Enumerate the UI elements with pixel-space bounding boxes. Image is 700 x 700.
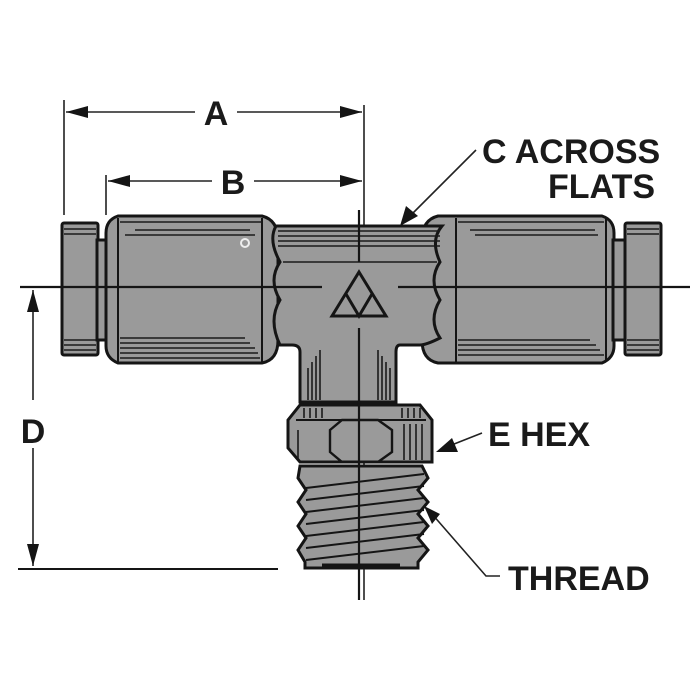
right-collet (623, 221, 663, 357)
arrow-icon (424, 506, 440, 524)
right-neck (611, 238, 627, 342)
arrow-left-icon (108, 175, 130, 187)
callout-c: C ACROSS FLATS (400, 133, 660, 226)
dimension-b: B (105, 164, 362, 215)
label-a: A (204, 95, 229, 133)
label-thread: THREAD (508, 560, 650, 598)
arrow-icon (400, 206, 418, 226)
fitting-body (60, 214, 663, 570)
arrow-right-icon (340, 106, 362, 118)
label-b: B (221, 164, 246, 202)
arrow-icon (436, 438, 458, 452)
arrow-right-icon (340, 175, 362, 187)
triangle-logo (329, 269, 389, 319)
rivet-dot (240, 238, 250, 248)
arrow-down-icon (27, 544, 39, 566)
label-c-line2: FLATS (548, 168, 655, 206)
label-e-hex: E HEX (488, 416, 590, 454)
arrow-left-icon (66, 106, 88, 118)
right-nut (420, 214, 616, 365)
left-collet (60, 221, 100, 357)
callout-e: E HEX (436, 416, 590, 454)
centerlines (20, 210, 690, 600)
arrow-up-icon (27, 290, 39, 312)
label-d: D (21, 413, 46, 451)
callout-thread: THREAD (424, 506, 650, 598)
left-nut (104, 214, 280, 365)
label-c-line1: C ACROSS (482, 133, 660, 171)
